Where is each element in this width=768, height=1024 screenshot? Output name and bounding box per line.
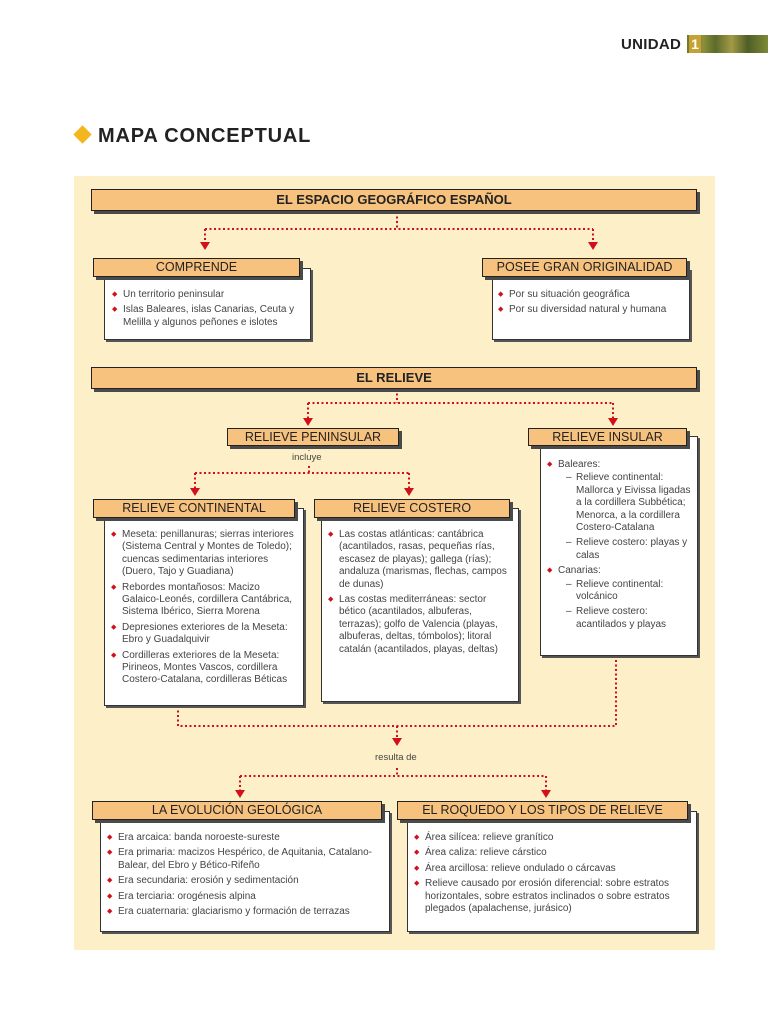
list-item: Las costas atlánticas: cantábrica (acant… xyxy=(325,529,513,591)
node-originalidad-title: POSEE GRAN ORIGINALIDAD xyxy=(482,258,687,277)
list-item: Las costas mediterráneas: sector bético … xyxy=(325,594,513,656)
node-insular-title: RELIEVE INSULAR xyxy=(528,428,687,446)
list-item: Era arcaica: banda noroeste-sureste xyxy=(104,832,385,845)
node-roquedo-title: EL ROQUEDO Y LOS TIPOS DE RELIEVE xyxy=(397,801,688,820)
insular-box: Baleares: Relieve continental: Mallorca … xyxy=(540,436,698,656)
unit-number: 1 xyxy=(689,35,701,53)
list-item: Área silícea: relieve granítico xyxy=(411,832,692,845)
list-item: Rebordes montañosos: Macizo Galaico-Leon… xyxy=(108,582,299,619)
sub-item: Relieve costero: playas y calas xyxy=(566,537,691,562)
list-item: Un territorio peninsular xyxy=(109,289,304,302)
list-item: Islas Baleares, islas Canarias, Ceuta y … xyxy=(109,304,304,329)
unit-header-image xyxy=(687,35,768,53)
list-item: Por su diversidad natural y humana xyxy=(495,304,685,317)
node-root: EL ESPACIO GEOGRÁFICO ESPAÑOL xyxy=(91,189,697,211)
continental-box: Meseta: penillanuras; sierras interiores… xyxy=(104,508,304,706)
page-title: MAPA CONCEPTUAL xyxy=(98,125,312,147)
list-item: Era cuaternaria: glaciarismo y formación… xyxy=(104,906,385,919)
list-item: Relieve causado por erosión diferencial:… xyxy=(411,878,692,915)
sub-item: Relieve costero: acantilados y playas xyxy=(566,606,691,631)
insular-canarias-label: Canarias: xyxy=(558,565,601,577)
roquedo-box: Área silícea: relieve granítico Área cal… xyxy=(407,811,697,932)
list-item: Cordilleras exteriores de la Meseta: Pir… xyxy=(108,650,299,687)
list-item: Depresiones exteriores de la Meseta: Ebr… xyxy=(108,622,299,647)
insular-baleares-label: Baleares: xyxy=(558,459,601,470)
link-label-resulta-de: resulta de xyxy=(375,752,417,763)
evolucion-box: Era arcaica: banda noroeste-sureste Era … xyxy=(100,811,390,932)
node-continental-title: RELIEVE CONTINENTAL xyxy=(93,499,295,518)
list-item: Era secundaria: erosión y sedimentación xyxy=(104,875,385,888)
list-item: Área caliza: relieve cárstico xyxy=(411,847,692,860)
list-item: Era terciaria: orogénesis alpina xyxy=(104,891,385,904)
node-evolucion-title: LA EVOLUCIÓN GEOLÓGICA xyxy=(92,801,382,820)
costero-box: Las costas atlánticas: cantábrica (acant… xyxy=(321,508,519,702)
list-item: Área arcillosa: relieve ondulado o cárca… xyxy=(411,863,692,876)
originalidad-box: Por su situación geográfica Por su diver… xyxy=(492,268,690,340)
list-item: Era primaria: macizos Hespérico, de Aqui… xyxy=(104,847,385,872)
node-costero-title: RELIEVE COSTERO xyxy=(314,499,510,518)
unit-label: UNIDAD xyxy=(621,36,682,53)
sub-item: Relieve continental: volcánico xyxy=(566,579,691,604)
comprende-box: Un territorio peninsular Islas Baleares,… xyxy=(104,268,311,340)
list-item: Meseta: penillanuras; sierras interiores… xyxy=(108,529,299,579)
node-peninsular-title: RELIEVE PENINSULAR xyxy=(227,428,399,446)
sub-item: Relieve continental: Mallorca y Eivissa … xyxy=(566,472,691,534)
node-relieve: EL RELIEVE xyxy=(91,367,697,389)
list-item: Por su situación geográfica xyxy=(495,289,685,302)
node-comprende-title: COMPRENDE xyxy=(93,258,300,277)
link-label-incluye: incluye xyxy=(292,452,322,463)
